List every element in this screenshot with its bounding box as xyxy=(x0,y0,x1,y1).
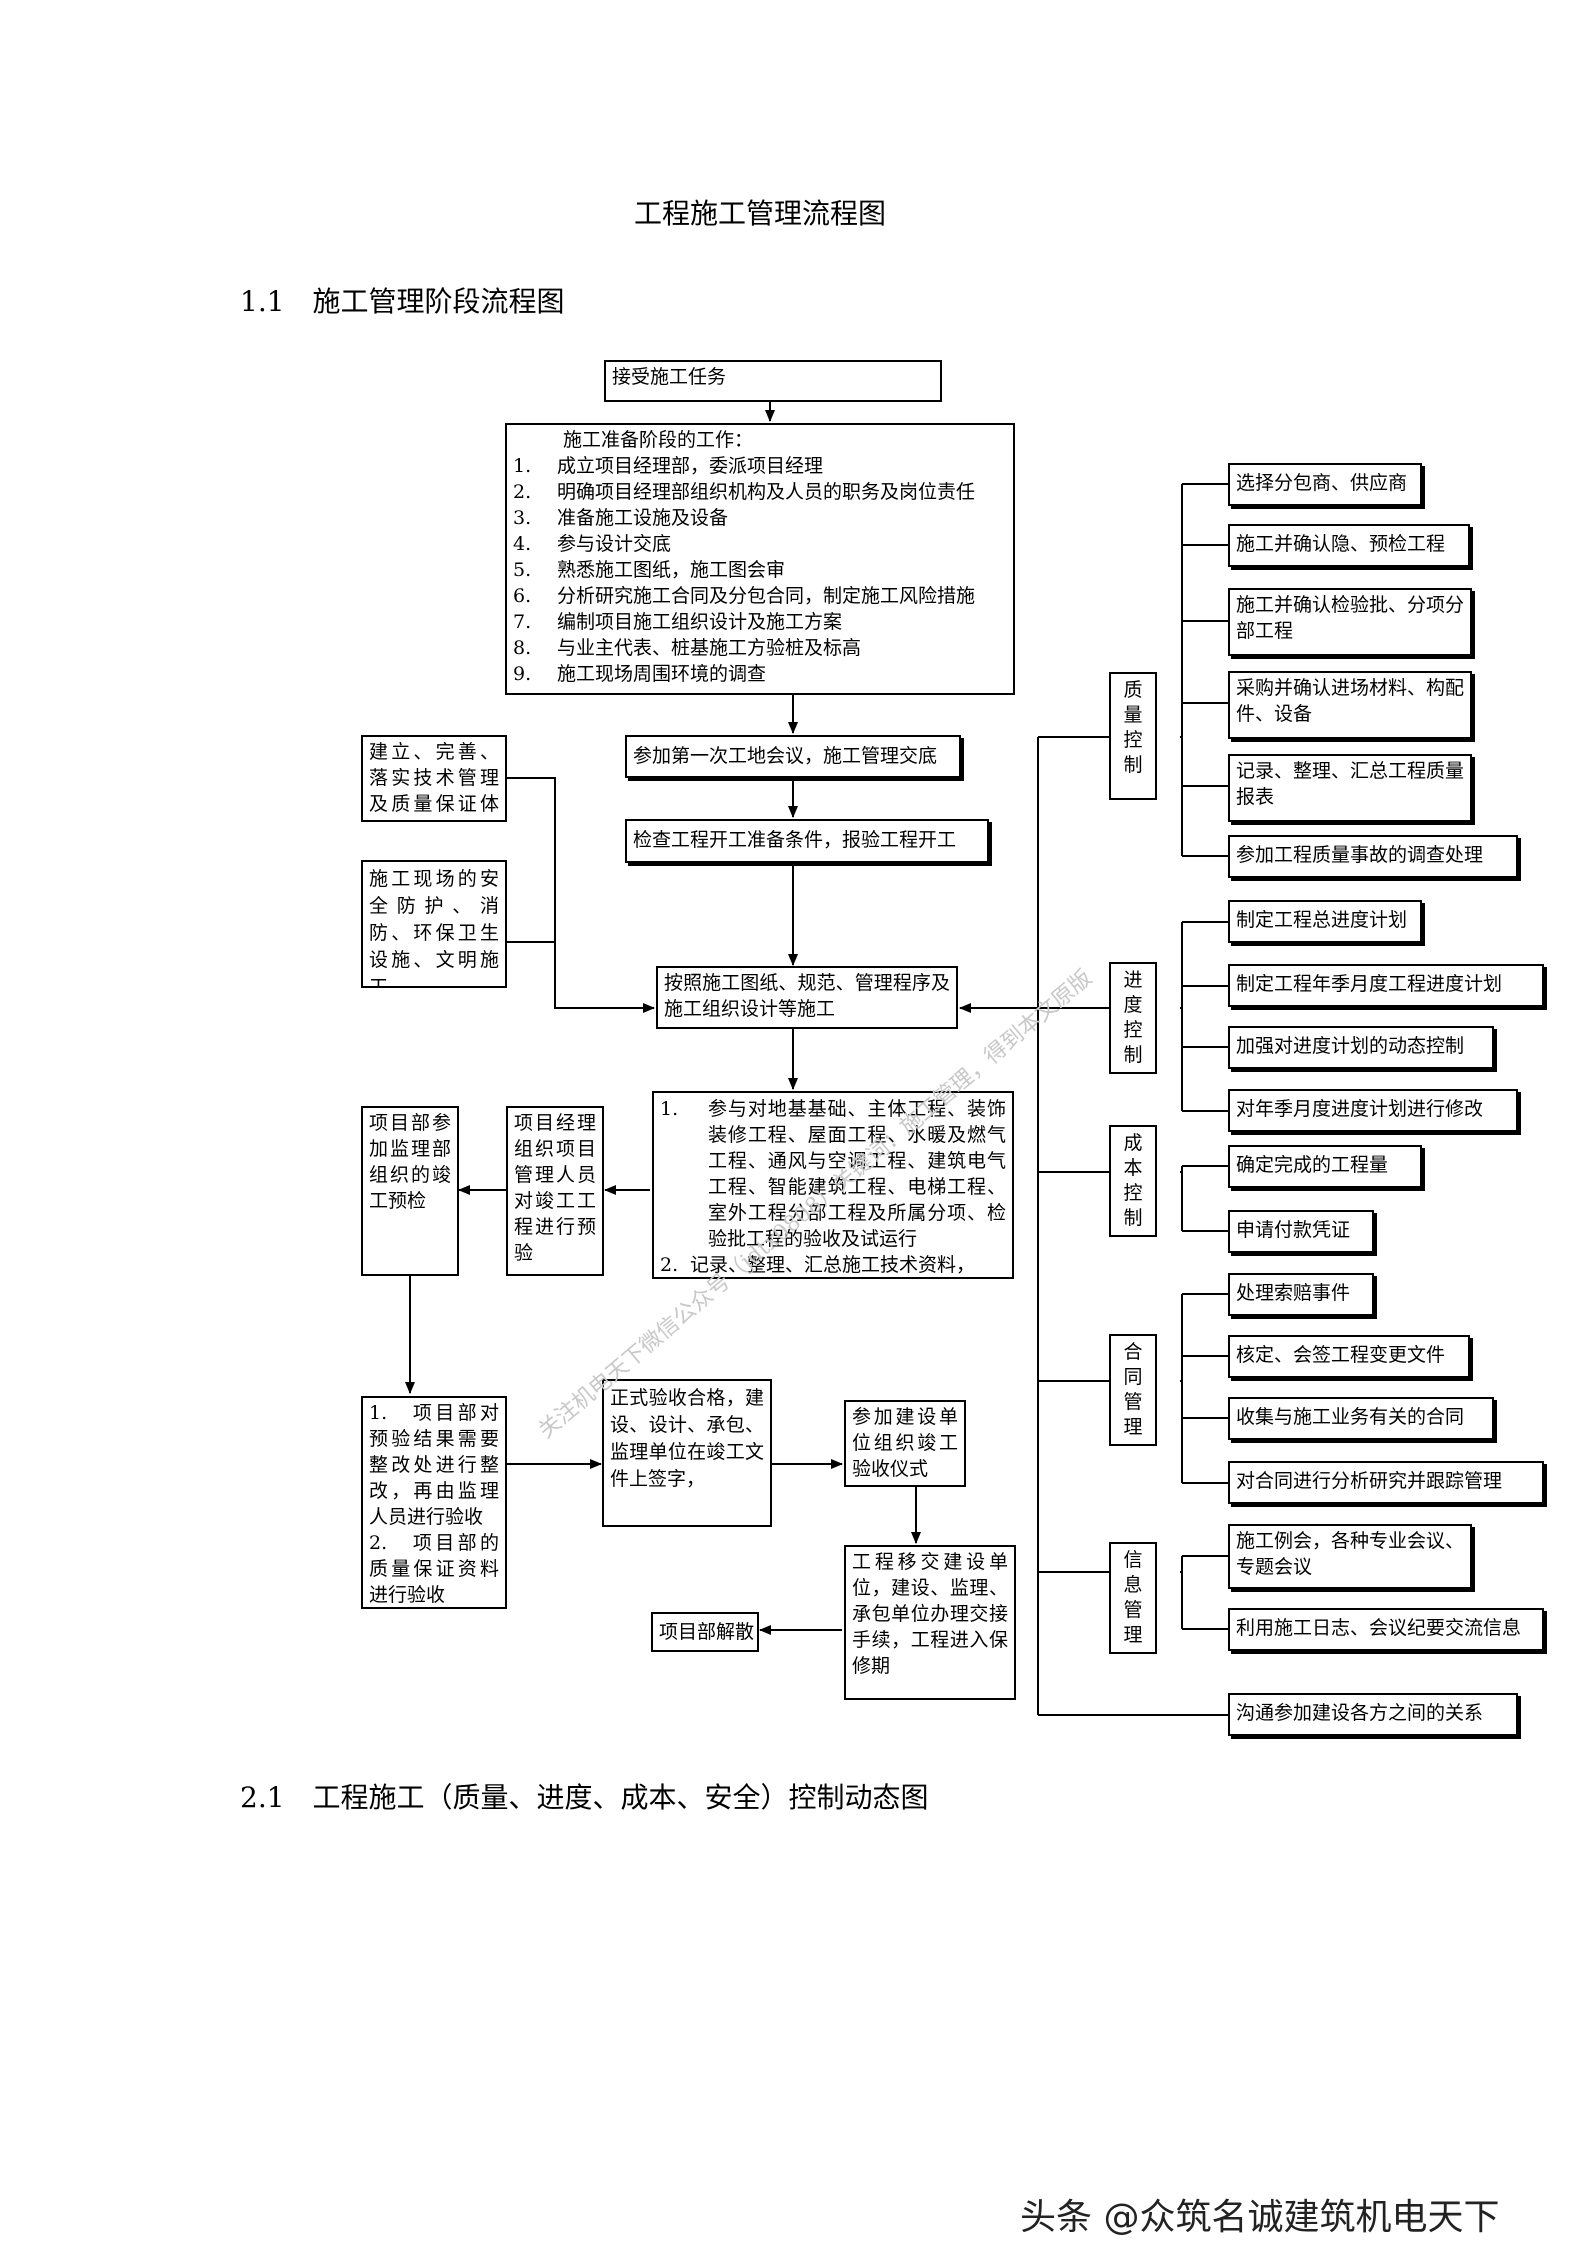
communicate-box: 沟通参加建设各方之间的关系 xyxy=(1228,1693,1518,1736)
prep-item-number: 9. xyxy=(513,663,532,685)
dissolve-box: 项目部解散 xyxy=(651,1612,759,1652)
prep-item: 5. 熟悉施工图纸，施工图会审 xyxy=(513,557,1007,583)
prep-item-number: 1. xyxy=(513,455,532,477)
info-item: 施工例会，各种专业会议、专题会议 xyxy=(1228,1524,1472,1589)
safety-box: 施工现场的安全防护、消防、环保卫生设施、文明施工 xyxy=(361,860,507,988)
progress-control-label: 进度控制 xyxy=(1109,962,1157,1074)
prep-item-number: 6. xyxy=(513,585,532,607)
section-heading-1: 1.1 施工管理阶段流程图 xyxy=(240,285,565,318)
prep-stage-box: 施工准备阶段的工作： 1. 成立项目经理部，委派项目经理 2. 明确项目经理部组织机构… xyxy=(505,423,1015,695)
prep-item: 9. 施工现场周围环境的调查 xyxy=(513,661,1007,687)
prep-title: 施工准备阶段的工作： xyxy=(563,429,754,451)
prep-item-text: 参与设计交底 xyxy=(557,533,672,555)
ceremony-box: 参加建设单位组织竣工验收仪式 xyxy=(844,1400,966,1487)
prep-item-number: 7. xyxy=(513,611,532,633)
prep-item-text: 熟悉施工图纸，施工图会审 xyxy=(557,559,786,581)
quality-item: 施工并确认隐、预检工程 xyxy=(1228,524,1470,567)
prep-item-number: 4. xyxy=(513,533,532,555)
prep-item-text: 成立项目经理部，委派项目经理 xyxy=(557,455,824,477)
acceptance-box: 1. 参与对地基基础、主体工程、装饰装修工程、屋面工程、水暖及燃气工程、通风与空… xyxy=(652,1091,1014,1279)
prep-item: 6. 分析研究施工合同及分包合同，制定施工风险措施 xyxy=(513,583,1007,609)
prep-item: 2. 明确项目经理部组织机构及人员的职务及岗位责任 xyxy=(513,479,1007,505)
acceptance-item2: 记录、整理、汇总施工技术资料， xyxy=(690,1254,976,1276)
quality-item: 参加工程质量事故的调查处理 xyxy=(1228,835,1518,878)
prep-item: 4. 参与设计交底 xyxy=(513,531,1007,557)
first-meeting-box: 参加第一次工地会议，施工管理交底 xyxy=(625,735,961,778)
prep-item-number: 3. xyxy=(513,507,532,529)
contract-item: 处理索赔事件 xyxy=(1228,1273,1374,1316)
ceremony-text: 参加建设单位组织竣工验收仪式 xyxy=(852,1406,958,1480)
handover-box: 工程移交建设单位，建设、监理、承包单位办理交接手续，工程进入保修期 xyxy=(844,1545,1016,1700)
pre-inspect-box: 项目经理组织项目管理人员对竣工工程进行预验 xyxy=(506,1106,604,1276)
prep-item-number: 8. xyxy=(513,637,532,659)
footer-credit: 头条 @众筑名诚建筑机电天下 xyxy=(1020,2197,1500,2238)
progress-item: 对年季月度进度计划进行修改 xyxy=(1228,1089,1518,1132)
construction-box: 按照施工图纸、规范、管理程序及施工组织设计等施工 xyxy=(656,966,958,1029)
formal-accept-text: 正式验收合格，建设、设计、承包、监理单位在竣工文件上签字， xyxy=(610,1387,764,1490)
prep-item-text: 分析研究施工合同及分包合同，制定施工风险措施 xyxy=(557,585,976,607)
section-heading-2: 2.1 工程施工（质量、进度、成本、安全）控制动态图 xyxy=(240,1781,929,1814)
rectify-1-text: 项目部对预验结果需要整改处进行整改，再由监理人员进行验收 xyxy=(369,1402,499,1528)
info-item: 利用施工日志、会议纪要交流信息 xyxy=(1228,1608,1544,1651)
prep-item: 8. 与业主代表、桩基施工方验桩及标高 xyxy=(513,635,1007,661)
check-start-box: 检查工程开工准备条件，报验工程开工 xyxy=(625,819,989,863)
rectify-box: 1. 项目部对预验结果需要整改处进行整改，再由监理人员进行验收 2. 项目部的质… xyxy=(361,1396,507,1609)
quality-control-label: 质量控制 xyxy=(1109,672,1157,800)
check-start-text: 检查工程开工准备条件，报验工程开工 xyxy=(633,829,957,851)
prep-item-text: 编制项目施工组织设计及施工方案 xyxy=(557,611,843,633)
document-title: 工程施工管理流程图 xyxy=(633,197,886,230)
prep-item: 3. 准备施工设施及设备 xyxy=(513,505,1007,531)
progress-item: 制定工程年季月度工程进度计划 xyxy=(1228,964,1544,1007)
quality-item: 施工并确认检验批、分项分部工程 xyxy=(1228,588,1472,656)
rectify-2-num: 2. xyxy=(369,1532,388,1554)
prep-item: 7. 编制项目施工组织设计及施工方案 xyxy=(513,609,1007,635)
prep-item-text: 施工现场周围环境的调查 xyxy=(557,663,767,685)
cost-item: 申请付款凭证 xyxy=(1228,1210,1374,1253)
contract-item: 对合同进行分析研究并跟踪管理 xyxy=(1228,1461,1544,1504)
prep-list: 1. 成立项目经理部，委派项目经理 2. 明确项目经理部组织机构及人员的职务及岗位责任… xyxy=(513,453,1007,687)
info-management-label: 信息管理 xyxy=(1109,1542,1157,1654)
supervise-inspect-box: 项目部参加监理部组织的竣工预检 xyxy=(361,1106,459,1276)
dissolve-text: 项目部解散 xyxy=(659,1621,755,1643)
cost-control-label: 成本控制 xyxy=(1109,1125,1157,1237)
progress-item: 制定工程总进度计划 xyxy=(1228,900,1422,943)
acceptance-item1-num: 1. xyxy=(660,1098,679,1120)
acceptance-item2-num: 2. xyxy=(660,1254,679,1276)
prep-item-text: 与业主代表、桩基施工方验桩及标高 xyxy=(557,637,862,659)
safety-text: 施工现场的安全防护、消防、环保卫生设施、文明施工 xyxy=(369,868,499,988)
prep-item-text: 准备施工设施及设备 xyxy=(557,507,729,529)
cost-item: 确定完成的工程量 xyxy=(1228,1145,1422,1188)
construction-text: 按照施工图纸、规范、管理程序及施工组织设计等施工 xyxy=(664,972,950,1020)
quality-item: 记录、整理、汇总工程质量报表 xyxy=(1228,754,1472,822)
contract-management-label: 合同管理 xyxy=(1109,1334,1157,1446)
acceptance-item1: 参与对地基基础、主体工程、装饰装修工程、屋面工程、水暖及燃气工程、通风与空调工程… xyxy=(708,1098,1006,1250)
pre-inspect-text: 项目经理组织项目管理人员对竣工工程进行预验 xyxy=(514,1112,596,1264)
quality-item: 采购并确认进场材料、构配件、设备 xyxy=(1228,671,1472,739)
accept-task-text: 接受施工任务 xyxy=(612,366,727,388)
formal-accept-box: 正式验收合格，建设、设计、承包、监理单位在竣工文件上签字， xyxy=(602,1379,772,1527)
first-meeting-text: 参加第一次工地会议，施工管理交底 xyxy=(633,745,938,767)
tech-system-text: 建立、完善、落实技术管理及质量保证体系 xyxy=(369,741,499,820)
handover-text: 工程移交建设单位，建设、监理、承包单位办理交接手续，工程进入保修期 xyxy=(852,1551,1008,1677)
rectify-2-text: 项目部的质量保证资料进行验收 xyxy=(369,1532,499,1606)
supervise-inspect-text: 项目部参加监理部组织的竣工预检 xyxy=(369,1112,451,1212)
contract-item: 收集与施工业务有关的合同 xyxy=(1228,1397,1494,1440)
progress-item: 加强对进度计划的动态控制 xyxy=(1228,1026,1494,1069)
contract-item: 核定、会签工程变更文件 xyxy=(1228,1335,1470,1378)
rectify-1-num: 1. xyxy=(369,1402,388,1424)
tech-system-box: 建立、完善、落实技术管理及质量保证体系 xyxy=(361,735,507,822)
accept-task-box: 接受施工任务 xyxy=(604,360,942,402)
prep-item-text: 明确项目经理部组织机构及人员的职务及岗位责任 xyxy=(557,481,976,503)
prep-item-number: 2. xyxy=(513,481,532,503)
prep-item-number: 5. xyxy=(513,559,532,581)
prep-item: 1. 成立项目经理部，委派项目经理 xyxy=(513,453,1007,479)
quality-item: 选择分包商、供应商 xyxy=(1228,463,1422,506)
